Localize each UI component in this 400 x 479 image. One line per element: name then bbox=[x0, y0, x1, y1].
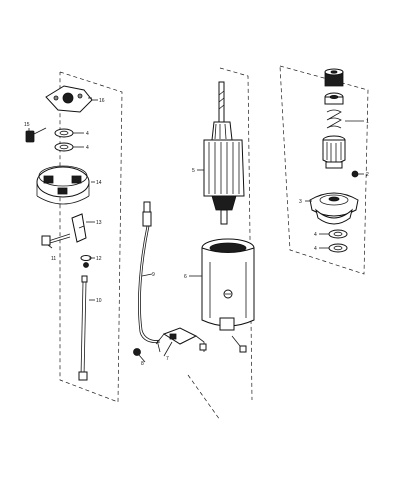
callout-1: 1 bbox=[366, 119, 369, 125]
collar bbox=[324, 92, 344, 105]
small-nut-2 bbox=[351, 170, 359, 178]
callout-9: 9 bbox=[152, 272, 155, 278]
callout-8: 8 bbox=[141, 361, 144, 367]
armature-5 bbox=[203, 81, 245, 225]
through-bolt-10 bbox=[78, 275, 88, 381]
callout-2: 2 bbox=[366, 172, 369, 178]
callout-5: 5 bbox=[192, 168, 195, 174]
callout-12: 12 bbox=[96, 256, 102, 262]
washer-4-left-b bbox=[54, 142, 74, 152]
callout-7: 7 bbox=[166, 356, 169, 362]
end-head-3 bbox=[309, 192, 359, 225]
brush-plate-7 bbox=[155, 327, 247, 353]
callout-14: 14 bbox=[96, 180, 102, 186]
spring bbox=[326, 109, 342, 129]
callout-13: 13 bbox=[96, 220, 102, 226]
nut bbox=[324, 68, 344, 87]
lead-wire-9 bbox=[138, 201, 161, 343]
brush-13 bbox=[71, 213, 87, 243]
callout-labels: 1 2 3 4 4 5 6 7 8 9 10 11 12 13 14 15 16… bbox=[24, 98, 369, 367]
field-frame-6 bbox=[201, 238, 255, 331]
callout-16: 16 bbox=[99, 98, 105, 104]
callout-10: 10 bbox=[96, 298, 102, 304]
callout-4-right-a: 4 bbox=[314, 232, 317, 238]
callout-3: 3 bbox=[299, 199, 302, 205]
callout-4-left-b: 4 bbox=[86, 145, 89, 151]
callout-6: 6 bbox=[184, 274, 187, 280]
callout-11: 11 bbox=[51, 256, 56, 262]
screw-15 bbox=[25, 127, 47, 143]
washer-12 bbox=[80, 255, 92, 268]
bolt-11 bbox=[41, 233, 71, 246]
washer-4-right-a bbox=[328, 229, 348, 239]
washer-4-left-a bbox=[54, 128, 74, 138]
screw-8 bbox=[133, 339, 161, 356]
drive-pinion-1 bbox=[322, 135, 346, 169]
callout-4-right-b: 4 bbox=[314, 246, 317, 252]
commutator-end-plate bbox=[45, 85, 93, 113]
callout-15: 15 bbox=[24, 122, 30, 128]
leader-lines bbox=[28, 99, 364, 363]
callout-4-left-a: 4 bbox=[86, 131, 89, 137]
washer-4-right-b bbox=[328, 243, 348, 253]
brush-holder-14 bbox=[36, 165, 90, 205]
